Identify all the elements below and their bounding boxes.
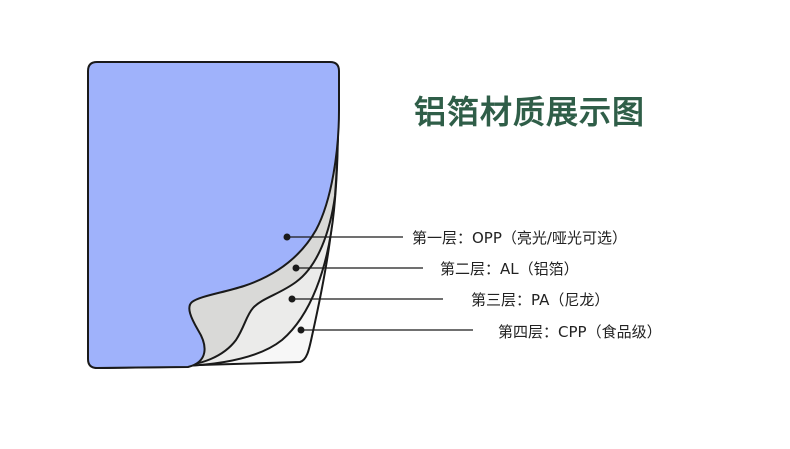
layer-1-sheet <box>87 61 340 369</box>
layer-4-label: 第四层：CPP（食品级） <box>498 323 662 341</box>
layer-1-label: 第一层：OPP（亮光/哑光可选） <box>412 229 627 247</box>
diagram-title: 铝箔材质展示图 <box>414 93 646 131</box>
layer-2-label: 第二层：AL（铝箔） <box>440 260 579 278</box>
layer-3-label: 第三层：PA（尼龙） <box>471 291 610 309</box>
